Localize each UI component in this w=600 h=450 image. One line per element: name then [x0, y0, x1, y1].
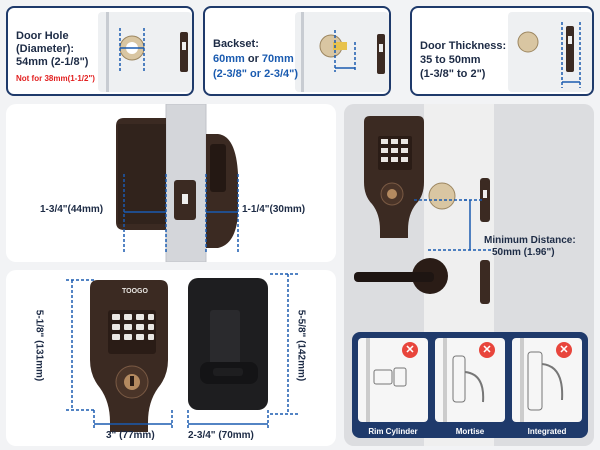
- front-view-illustration: [66, 273, 298, 432]
- mortise-label: Mortise: [455, 427, 485, 436]
- thickness-illustration: [517, 22, 581, 88]
- incompatible-locks-box: ✕ Rim Cylinder ✕ Mortise ✕ Integrated: [352, 332, 588, 438]
- integrated-label: Integrated: [527, 427, 567, 436]
- door-hole-subtitle: (Diameter):: [16, 43, 75, 55]
- side-view-illustration: [116, 104, 239, 262]
- backset-value: 60mm or 70mm: [213, 53, 294, 66]
- rim-cylinder-icon: [366, 338, 407, 422]
- rim-cylinder-label: Rim Cylinder: [368, 427, 418, 436]
- backset-title: Backset:: [213, 38, 259, 50]
- door-photo: [98, 12, 192, 92]
- backset-panel: Backset: 60mm or 70mm (2-3/8" or 2-3/4"): [203, 6, 391, 96]
- backset-photo: [295, 12, 389, 92]
- rim-cylinder-x-icon: ✕: [402, 342, 418, 358]
- backset-value-b: 70mm: [261, 53, 294, 65]
- integrated-icon: [520, 338, 564, 422]
- thickness-value: 35 to 50mm: [420, 54, 481, 66]
- width-right-dimension: 2-3/4" (70mm): [188, 430, 254, 441]
- thickness-title: Door Thickness:: [420, 40, 507, 52]
- door-thickness-panel: Door Thickness: 35 to 50mm (1-3/8" to 2"…: [410, 6, 594, 96]
- door-hole-warning: Not for 38mm(1-1/2"): [16, 74, 95, 83]
- front-view-panel: TOOGO 5-1/8" (131mm) 5-5/8" (142mm) 3" (…: [6, 270, 336, 446]
- side-right-dimension: 1-1/4"(30mm): [242, 204, 306, 215]
- backset-illustration: [301, 12, 385, 92]
- min-distance-title: Minimum Distance:: [484, 235, 576, 246]
- brand-logo: TOOGO: [122, 288, 148, 295]
- mortise-icon: [443, 338, 485, 422]
- door-hole-panel: Door Hole (Diameter): 54mm (2-1/8") Not …: [6, 6, 194, 96]
- side-view-panel: 1-3/4"(44mm) 1-1/4"(30mm): [6, 104, 336, 262]
- mortise-x-icon: ✕: [479, 342, 495, 358]
- backset-value-or: or: [247, 53, 259, 65]
- min-distance-value: 50mm (1.96"): [492, 247, 555, 258]
- door-hole-value: 54mm (2-1/8"): [16, 56, 89, 68]
- thickness-photo: [508, 12, 592, 92]
- height-left-dimension: 5-1/8" (131mm): [33, 309, 45, 382]
- installed-view-panel: Minimum Distance: 50mm (1.96") ✕ Rim Cyl…: [344, 104, 594, 446]
- integrated-x-icon: ✕: [556, 342, 572, 358]
- thickness-imperial: (1-3/8" to 2"): [420, 68, 486, 80]
- backset-imperial: (2-3/8" or 2-3/4"): [213, 68, 299, 80]
- height-right-dimension: 5-5/8" (142mm): [295, 309, 307, 382]
- door-hole-title: Door Hole: [16, 30, 69, 42]
- width-left-dimension: 3" (77mm): [106, 430, 155, 441]
- door-hole-illustration: [106, 12, 188, 92]
- backset-value-a: 60mm: [213, 53, 245, 65]
- side-left-dimension: 1-3/4"(44mm): [40, 204, 104, 215]
